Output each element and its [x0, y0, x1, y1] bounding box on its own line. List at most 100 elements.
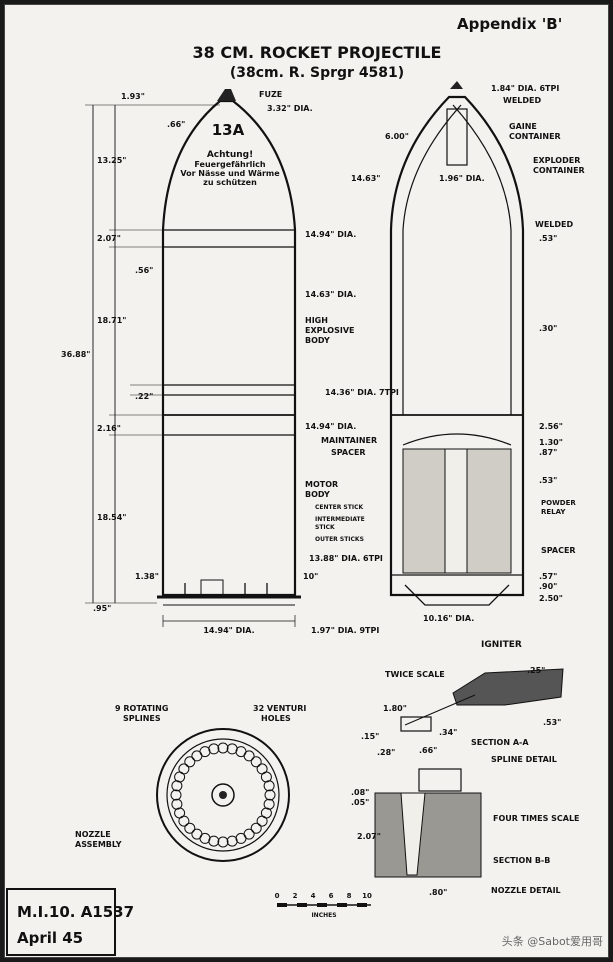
projectile-outline — [161, 99, 297, 597]
venturi-hole — [250, 756, 262, 768]
reference-stamp: M.I.10. A1537 April 45 — [6, 888, 134, 956]
venturi-hole — [191, 828, 203, 840]
stamp-line-2: April 45 — [17, 929, 83, 947]
dim-label: 2.50" — [539, 594, 563, 603]
fuze-top — [450, 81, 463, 89]
section-title: SECTION B-B — [493, 856, 550, 865]
drawing-subtitle: (38cm. R. Sprgr 4581) — [230, 65, 404, 81]
label: 9 ROTATING — [115, 704, 168, 713]
venturi-hole — [217, 742, 229, 754]
label: CONTAINER — [509, 132, 561, 141]
dim-label: 1.80" — [383, 704, 407, 713]
dim-label: .25" — [527, 666, 545, 675]
label: INTERMEDIATE — [315, 516, 365, 523]
label: GAINE — [509, 122, 537, 131]
scale-tick: 6 — [329, 892, 334, 900]
dim-label: .90" — [539, 582, 557, 591]
dim-label: .22" — [135, 392, 153, 401]
watermark: 头条 @Sabot爱用哥 — [502, 934, 603, 948]
stencil-line: zu schützen — [203, 178, 257, 187]
drawing-sheet: Appendix 'B' 38 CM. ROCKET PROJECTILE (3… — [4, 4, 609, 958]
venturi-hole — [184, 822, 196, 834]
section-b-detail: .08" .05" 2.07" .80" FOUR TIMES SCALE SE… — [351, 768, 580, 897]
dim-label: .15" — [361, 732, 379, 741]
label: 14.36" DIA. 7TPI — [325, 388, 399, 397]
scale-label: TWICE SCALE — [385, 670, 445, 679]
dim-label: 14.63" — [351, 174, 380, 183]
stamp-line-1: M.I.10. A1537 — [17, 903, 134, 921]
venturi-hole — [208, 743, 220, 755]
scale-label: FOUR TIMES SCALE — [493, 814, 580, 823]
scale-unit: INCHES — [311, 912, 336, 919]
scale-tick: 4 — [311, 892, 316, 900]
stencil-line: Achtung! — [207, 150, 253, 160]
label: HIGH — [305, 316, 328, 325]
dim-label: .80" — [429, 888, 447, 897]
label: STICK — [315, 524, 335, 531]
label: OUTER STICKS — [315, 536, 364, 543]
drawing-title: 38 CM. ROCKET PROJECTILE — [193, 43, 442, 62]
dim-label: 6.00" — [385, 132, 409, 141]
scale-tick: 8 — [347, 892, 352, 900]
dim-label: 10" — [303, 572, 318, 581]
venturi-hole — [250, 822, 262, 834]
dim-label: 14.94" DIA. — [203, 626, 254, 635]
gaine-container — [446, 108, 468, 166]
stencil-line: Vor Nässe und Wärme — [180, 169, 280, 178]
venturi-hole — [243, 750, 255, 762]
dim-label: 10.16" DIA. — [423, 614, 474, 623]
venturi-hole — [226, 835, 238, 847]
dim-label: .57" — [539, 572, 557, 581]
venturi-hole — [184, 756, 196, 768]
dim-label: 13.88" DIA. 6TPI — [309, 554, 383, 563]
nozzle-end-view: 9 ROTATING SPLINES 32 VENTURI HOLES NOZZ… — [75, 704, 306, 862]
dim-label: .95" — [93, 604, 111, 613]
label: WELDED — [503, 96, 541, 105]
dim-label: 2.16" — [97, 424, 121, 433]
label: SPLINES — [123, 714, 161, 723]
label: SPACER — [331, 448, 366, 457]
label: 32 VENTURI — [253, 704, 306, 713]
marking-13a: 13A — [212, 121, 245, 139]
dim-label: 2.07" — [357, 832, 381, 841]
venturi-hole — [171, 798, 183, 810]
venturi-hole — [256, 815, 268, 827]
label: HOLES — [261, 714, 291, 723]
scale-tick: 2 — [293, 892, 298, 900]
scale-tick: 10 — [362, 892, 372, 900]
dim-label: 1.30" — [539, 438, 563, 447]
dim-label: .30" — [539, 324, 557, 333]
drawing-canvas: Appendix 'B' 38 CM. ROCKET PROJECTILE (3… — [6, 15, 603, 956]
dim-label: 1.96" DIA. — [439, 174, 485, 183]
dim-label: 36.88" — [61, 350, 90, 359]
dim-label: .66" — [167, 120, 185, 129]
dim-label: .34" — [439, 728, 457, 737]
dim-label: 18.71" — [97, 316, 126, 325]
label: NOZZLE — [75, 830, 111, 839]
left-exterior-view: 13A Achtung! Feuergefährlich Vor Nässe u… — [61, 89, 356, 635]
dim-label: FUZE — [259, 90, 282, 99]
dim-label: 14.94" DIA. — [305, 230, 356, 239]
dim-label: 1.97" DIA. 9TPI — [311, 626, 379, 635]
label: WELDED — [535, 220, 573, 229]
label: MOTOR — [305, 480, 338, 489]
dim-label: 2.07" — [97, 234, 121, 243]
label: CENTER STICK — [315, 504, 363, 511]
dim-label: .08" — [351, 788, 369, 797]
dim-label: .56" — [135, 266, 153, 275]
dim-label: 18.54" — [97, 513, 126, 522]
label: CONTAINER — [533, 166, 585, 175]
dim-label: .87" — [539, 448, 557, 457]
label: 1.84" DIA. 6TPI — [491, 84, 559, 93]
dim-label: 1.93" — [121, 92, 145, 101]
dim-label: 14.63" DIA. — [305, 290, 356, 299]
label: EXPLOSIVE — [305, 326, 355, 335]
venturi-holes — [170, 742, 276, 848]
right-section-view: 1.84" DIA. 6TPI WELDED GAINE CONTAINER E… — [309, 81, 585, 650]
label: POWDER — [541, 499, 576, 507]
dim-label: 14.94" DIA. — [305, 422, 356, 431]
fuze — [217, 89, 236, 101]
label: BODY — [305, 336, 330, 345]
venturi-hole — [170, 789, 182, 801]
dim-label: .28" — [377, 748, 395, 757]
